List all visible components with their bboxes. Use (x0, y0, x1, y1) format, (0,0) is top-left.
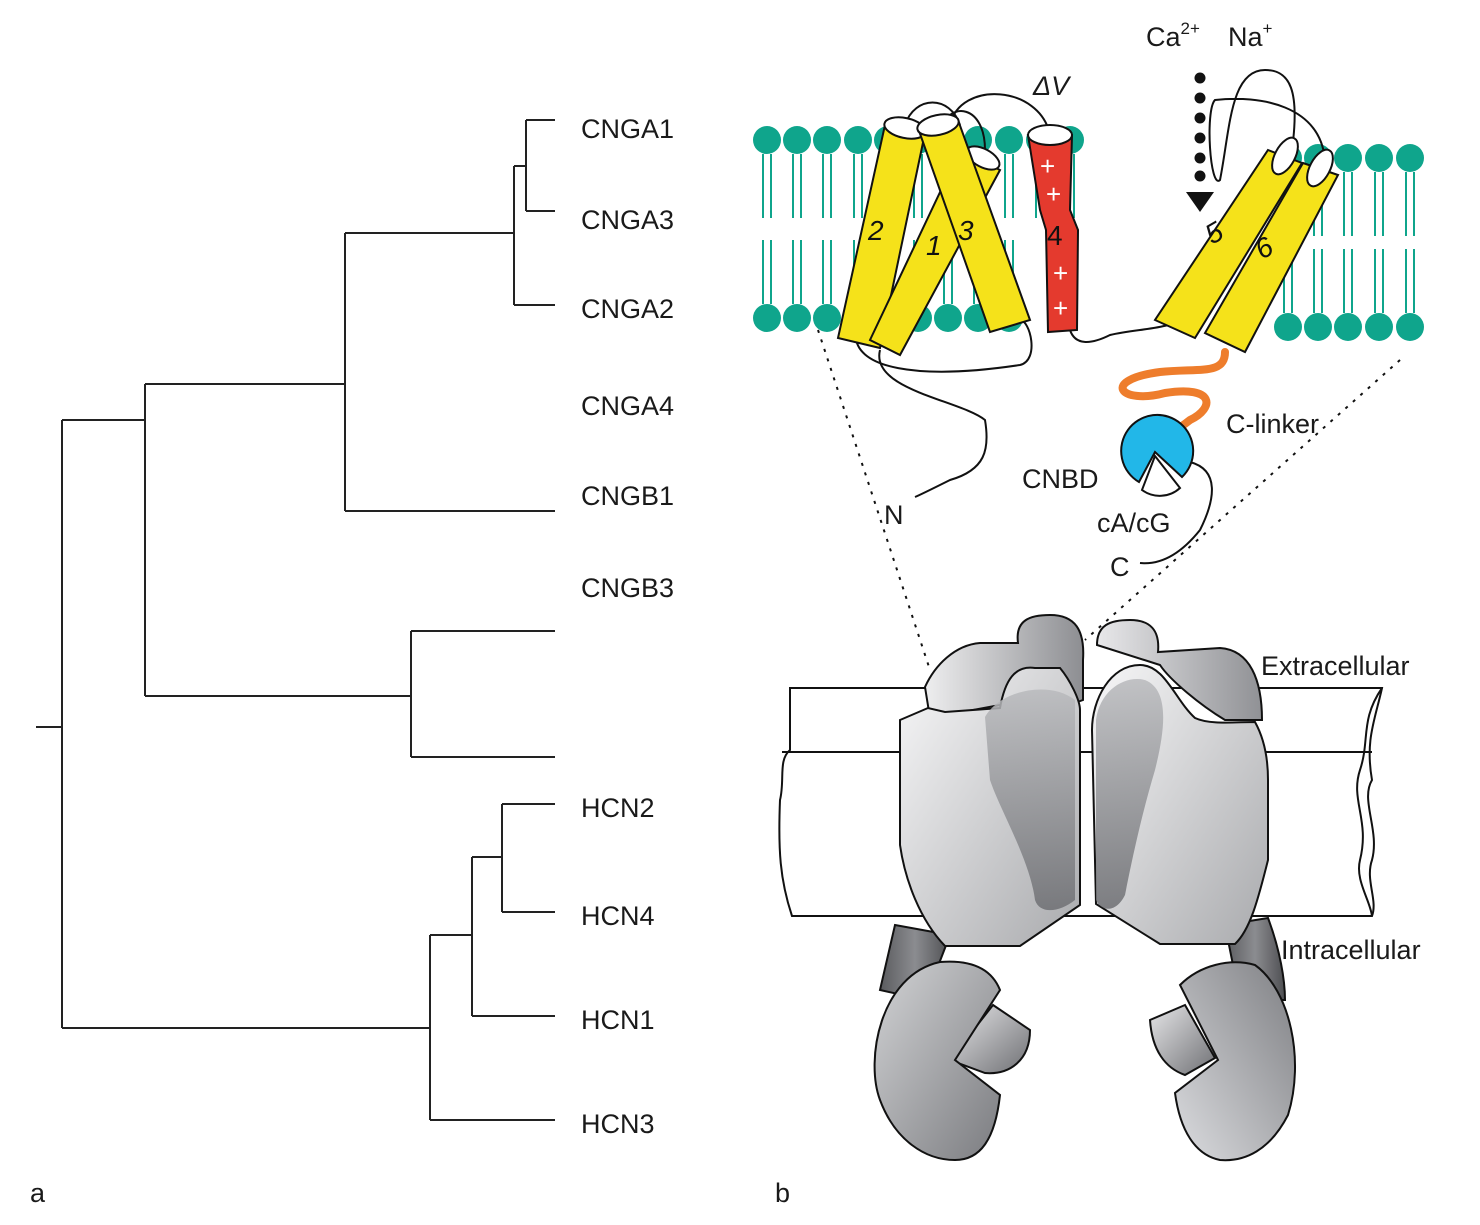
lipid-head (1365, 144, 1393, 172)
n-terminus-tail (878, 349, 988, 498)
panel-label-b: b (775, 1178, 790, 1208)
svg-text:+: + (1046, 179, 1061, 209)
n-terminus-label: N (884, 500, 904, 530)
ion-flux-arrow (1186, 72, 1214, 212)
extracellular-label: Extracellular (1261, 651, 1410, 681)
helix-s3: 3 (916, 113, 1032, 334)
lipid-head (1274, 313, 1302, 341)
cnbd-right-wedge (1148, 1003, 1217, 1077)
cnbd-label: CNBD (1022, 464, 1099, 494)
svg-text:3: 3 (958, 215, 974, 246)
voltage-label: ΔV (1032, 71, 1072, 101)
svg-text:+: + (1053, 258, 1068, 288)
svg-text:+: + (1053, 293, 1068, 323)
c-linker-segment (1118, 348, 1229, 436)
loop-s4-s5 (1069, 324, 1169, 343)
lipid-head (1396, 313, 1424, 341)
channel-model: Extracellular Intracellular (778, 613, 1421, 1162)
tree-leaf-hcn3: HCN3 (581, 1109, 655, 1139)
lipid-head (1304, 313, 1332, 341)
lipid-head (1334, 313, 1362, 341)
svg-text:+: + (1040, 151, 1055, 181)
cyclic-nucleotide-ligand (1140, 453, 1182, 497)
intracellular-label: Intracellular (1281, 935, 1421, 965)
tree-leaf-hcn2: HCN2 (581, 793, 655, 823)
lipid-head (844, 126, 872, 154)
tree-leaf-cnga4: CNGA4 (581, 391, 674, 421)
tree-leaf-hcn4: HCN4 (581, 901, 655, 931)
lipid-head (813, 304, 841, 332)
tree-leaf-cnga2: CNGA2 (581, 294, 674, 324)
lipid-head (753, 126, 781, 154)
tree-leaf-cngb3: CNGB3 (581, 573, 674, 603)
c-linker-label: C-linker (1226, 409, 1319, 439)
phylogenetic-tree: CNGA1 CNGA3 CNGA2 CNGA4 CNGB1 CNGB3 HCN2… (36, 114, 674, 1139)
zoom-line-left (817, 329, 931, 671)
ligand-label: cA/cG (1097, 508, 1171, 538)
zoom-line-right (1084, 359, 1401, 641)
lipid-head (1365, 313, 1393, 341)
subunit-left-groove (985, 689, 1075, 911)
cnbd-domain (1120, 413, 1195, 497)
panel-label-a: a (30, 1178, 46, 1208)
svg-text:1: 1 (926, 230, 942, 261)
loop-pore (1208, 68, 1326, 182)
c-terminus-tail (1139, 461, 1213, 565)
tree-branch-cnga (145, 291, 346, 385)
tree-branch-cng (62, 419, 146, 540)
tree-leaf-cnga3: CNGA3 (581, 205, 674, 235)
lipid-head (1396, 144, 1424, 172)
helix-s5: 5 (1153, 136, 1304, 340)
cnbd-left-wedge (948, 1003, 1032, 1075)
loop-lower-s1s2 (854, 319, 1033, 373)
svg-text:4: 4 (1047, 220, 1063, 251)
helix-s4-voltage-sensor: + + 4 + + (1026, 124, 1080, 334)
lipid-head (783, 304, 811, 332)
lipid-head (813, 126, 841, 154)
lipid-head (995, 126, 1023, 154)
tree-leaf-cnga1: CNGA1 (581, 114, 674, 144)
ion-ca-label: Ca2+ (1146, 19, 1200, 52)
ion-na-label: Na+ (1228, 19, 1273, 52)
lipid-head (783, 126, 811, 154)
lipid-head (934, 304, 962, 332)
cnbd-left-body (873, 960, 1002, 1162)
membrane-topology: 2 1 3 + + 4 + + 5 (753, 19, 1424, 671)
tree-leaf-hcn1: HCN1 (581, 1005, 655, 1035)
subunit-right-groove (1096, 679, 1164, 909)
cnbd-right-body (1173, 961, 1297, 1162)
subunit-right-top (1095, 618, 1264, 721)
svg-text:2: 2 (867, 215, 884, 246)
tree-leaf-cngb1: CNGB1 (581, 481, 674, 511)
lipid-head (1334, 144, 1362, 172)
lipid-head (753, 304, 781, 332)
helix-s2: 2 (836, 116, 927, 350)
helix-s6: 6 (1203, 148, 1340, 354)
c-terminus-label: C (1110, 552, 1130, 582)
